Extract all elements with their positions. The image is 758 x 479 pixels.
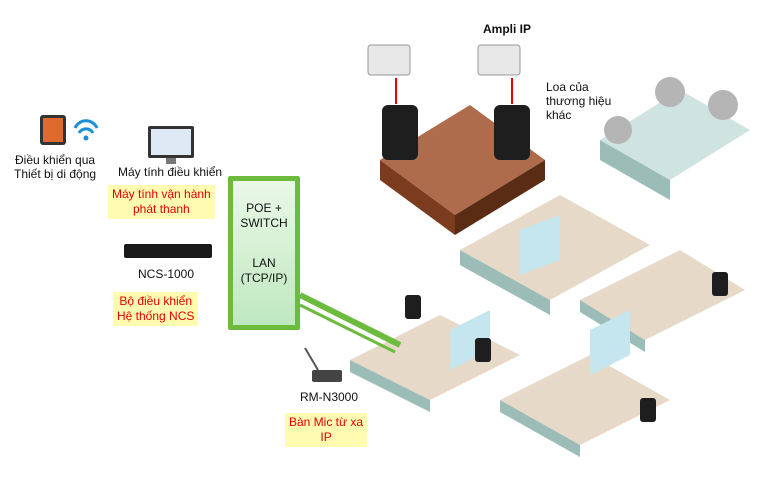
- speaker-icon: [708, 90, 738, 120]
- pc-label: Máy tính điều khiển: [118, 165, 223, 179]
- amplifier-icon: [367, 44, 411, 76]
- switch-bottom-label: LAN (TCP/IP): [240, 256, 288, 285]
- speaker-icon: [655, 77, 685, 107]
- mic-label: RM-N3000: [300, 390, 359, 404]
- ncs-device-icon: [124, 244, 212, 258]
- ncs-note: Bộ điều khiển Hệ thống NCS: [113, 292, 199, 326]
- microphone-icon: [312, 370, 342, 382]
- wifi-icon: [73, 119, 99, 129]
- switch-top-label: POE + SWITCH: [240, 201, 288, 230]
- speaker-icon: [382, 105, 418, 160]
- mobile-label: Điều khiển qua Thiết bị di động: [14, 153, 97, 181]
- speaker-icon: [604, 116, 632, 144]
- mic-note: Bàn Mic từ xa IP: [285, 413, 368, 447]
- poe-switch-box: POE + SWITCH LAN (TCP/IP): [228, 176, 300, 330]
- ampli-title: Ampli IP: [483, 22, 532, 36]
- speaker-icon: [475, 338, 491, 362]
- speaker-icon: [640, 398, 656, 422]
- amplifier-icon: [477, 44, 521, 76]
- speaker-icon: [494, 105, 530, 160]
- pc-note: Máy tính vận hành phát thanh: [108, 185, 215, 219]
- speaker-icon: [405, 295, 421, 319]
- ncs-label: NCS-1000: [138, 267, 195, 281]
- speaker-icon: [712, 272, 728, 296]
- other-speaker-label: Loa của thương hiệu khác: [546, 80, 612, 122]
